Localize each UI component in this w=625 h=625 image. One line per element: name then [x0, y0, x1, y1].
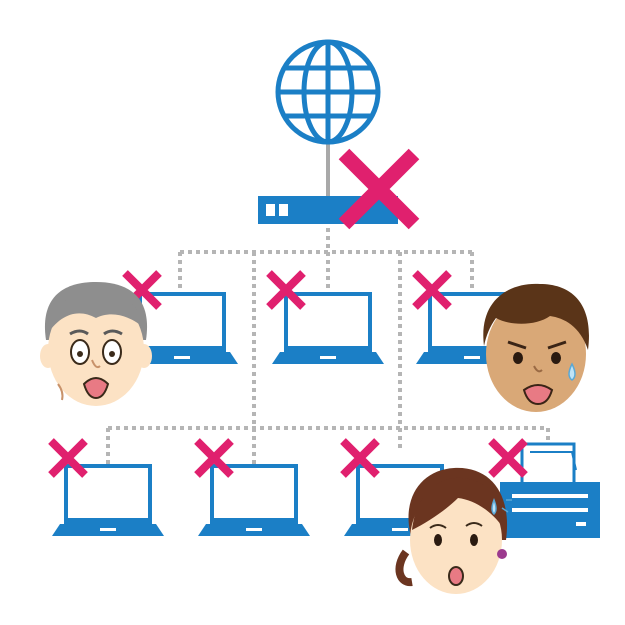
laptop-icon [272, 292, 384, 364]
laptop-icon [198, 464, 310, 536]
woman-avatar [395, 467, 512, 594]
network-links [106, 228, 550, 464]
printer-icon [500, 442, 600, 538]
globe-icon [275, 39, 381, 145]
router-fail-mark [338, 148, 420, 230]
laptop-icon [52, 464, 164, 536]
young-man-avatar [483, 283, 589, 412]
elderly-man-avatar [40, 282, 152, 406]
fail-mark-icon [491, 441, 525, 475]
